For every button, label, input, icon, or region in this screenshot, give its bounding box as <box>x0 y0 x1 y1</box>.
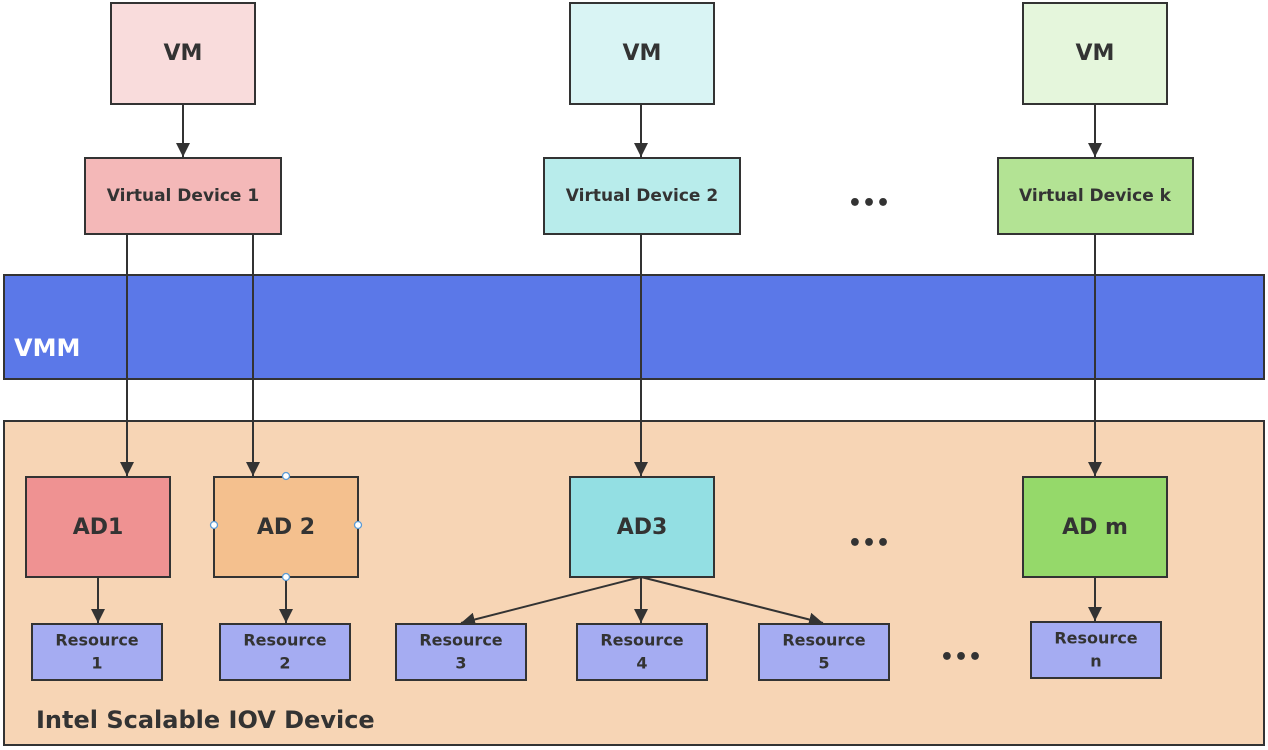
assignable-device-2[interactable]: AD 2 <box>209 471 363 582</box>
edges <box>91 104 1102 627</box>
virtual-device-label: Virtual Device k <box>1019 186 1172 206</box>
ad-label: AD3 <box>617 515 668 540</box>
resource-box[interactable]: Resource 2 <box>219 623 351 681</box>
resources: Resource1Resource2Resource3Resource4Reso… <box>31 621 1162 681</box>
virtual-device-2[interactable]: Virtual Device 2 <box>543 157 741 235</box>
edge-ad3-r5 <box>640 576 824 627</box>
assignable-device-1[interactable]: AD1 <box>25 476 171 578</box>
ad-label: AD m <box>1062 515 1128 540</box>
resource-label: 1 <box>91 654 102 673</box>
resource-label: Resource <box>55 631 138 650</box>
resource-box[interactable]: Resource 3 <box>395 623 527 681</box>
virtual-device-label: Virtual Device 2 <box>566 186 718 206</box>
resource-label: Resource <box>1054 629 1137 648</box>
vm-box[interactable]: VM <box>569 2 715 105</box>
resource-label: 3 <box>455 654 466 673</box>
resource-box[interactable]: Resource 1 <box>31 623 163 681</box>
selection-handles[interactable] <box>209 471 363 582</box>
resource-label: Resource <box>782 631 865 650</box>
assignable-device-3[interactable]: AD3 <box>569 476 715 578</box>
resource-label: 5 <box>818 654 829 673</box>
virtual-device-k[interactable]: Virtual Device k <box>997 157 1194 235</box>
ellipsis-resources: ••• <box>940 645 982 670</box>
resource-label: 4 <box>636 654 647 673</box>
virtual-device-1[interactable]: Virtual Device 1 <box>84 157 282 235</box>
ellipsis-virtual-devices: ••• <box>848 191 890 216</box>
vmm-label: VMM <box>14 334 80 362</box>
ad-label: AD1 <box>73 515 124 540</box>
vm-label: VM <box>164 41 203 66</box>
vm-label: VM <box>1076 41 1115 66</box>
vm-box[interactable]: VM <box>1022 2 1168 105</box>
resource-label: Resource <box>243 631 326 650</box>
assignable-device-m[interactable]: AD m <box>1022 476 1168 578</box>
ellipsis-assignable-devices: ••• <box>848 531 890 556</box>
resource-label: 2 <box>279 654 290 673</box>
virtual-device-label: Virtual Device 1 <box>107 186 259 206</box>
vm-box[interactable]: VM <box>110 2 256 105</box>
vmm-layer: VMM <box>3 274 1265 380</box>
resource-box[interactable]: Resource n <box>1030 621 1162 679</box>
resource-label: Resource <box>600 631 683 650</box>
resource-box[interactable]: Resource 5 <box>758 623 890 681</box>
resource-box[interactable]: Resource 4 <box>576 623 708 681</box>
iov-device-label: Intel Scalable IOV Device <box>36 706 375 734</box>
edge-ad3-r3 <box>460 576 642 627</box>
resource-label: n <box>1090 652 1101 671</box>
vm-label: VM <box>623 41 662 66</box>
ad-label: AD 2 <box>257 515 315 540</box>
iov-device-container: Intel Scalable IOV Device <box>3 420 1265 746</box>
resource-label: Resource <box>419 631 502 650</box>
